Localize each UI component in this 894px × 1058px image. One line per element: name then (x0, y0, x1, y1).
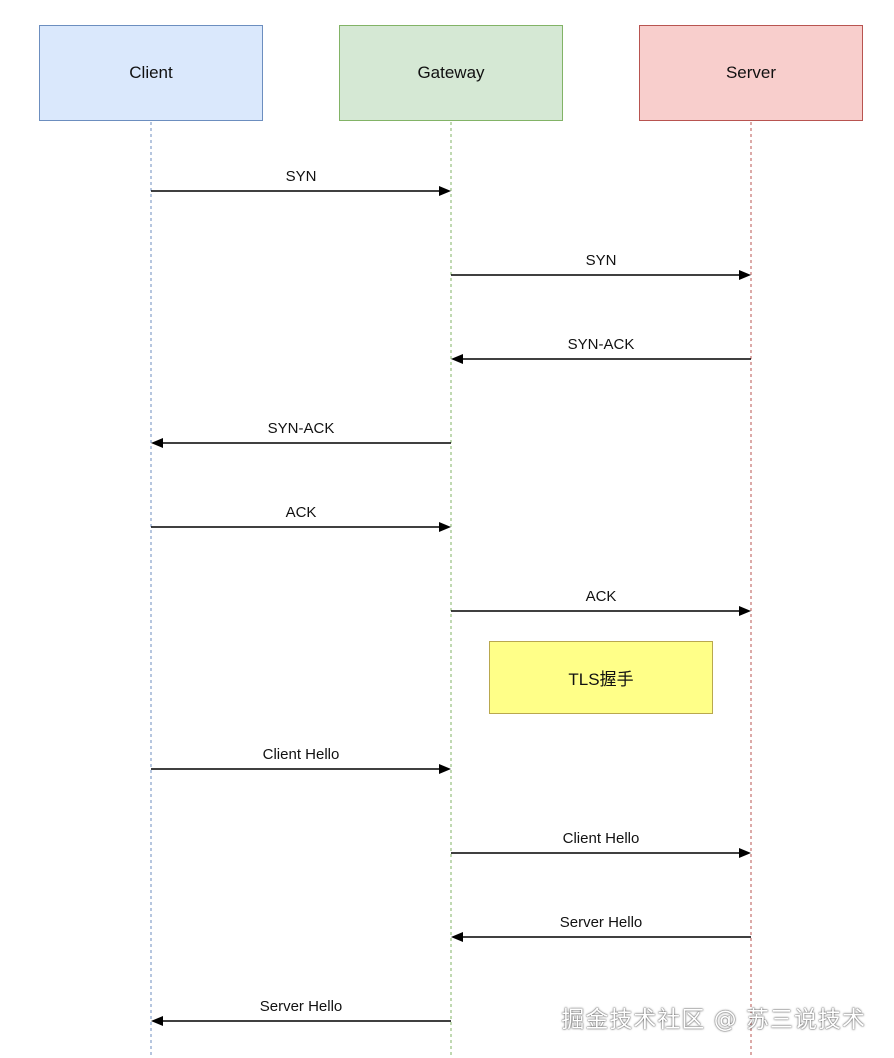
tls-handshake-note: TLS握手 (489, 641, 713, 714)
message-label: SYN (585, 252, 617, 269)
participant-client-label: Client (129, 63, 173, 82)
participant-gateway: Gateway (339, 25, 563, 121)
message-arrowhead (451, 932, 463, 942)
message-arrowhead (439, 764, 451, 774)
message-arrowhead (151, 1016, 163, 1026)
message-arrowhead (451, 354, 463, 364)
participant-client: Client (39, 25, 263, 121)
message-label: Server Hello (259, 998, 343, 1015)
participant-server-label: Server (725, 63, 777, 82)
message-label: Server Hello (559, 914, 643, 931)
message-arrowhead (739, 848, 751, 858)
message-label: ACK (585, 588, 617, 605)
message-label: SYN (285, 168, 317, 185)
message-label: ACK (285, 504, 317, 521)
message-arrowhead (439, 186, 451, 196)
message-arrowhead (439, 522, 451, 532)
message-arrowhead (739, 606, 751, 616)
message-label: Client Hello (562, 830, 640, 847)
participant-gateway-label: Gateway (417, 63, 485, 82)
participant-server: Server (639, 25, 863, 121)
message-label: Client Hello (262, 746, 340, 763)
message-label: SYN-ACK (267, 420, 335, 437)
tls-handshake-note-label: TLS握手 (568, 670, 634, 689)
watermark: 掘金技术社区 @ 苏三说技术 (561, 1007, 866, 1033)
message-label: SYN-ACK (567, 336, 635, 353)
message-arrowhead (739, 270, 751, 280)
message-arrowhead (151, 438, 163, 448)
